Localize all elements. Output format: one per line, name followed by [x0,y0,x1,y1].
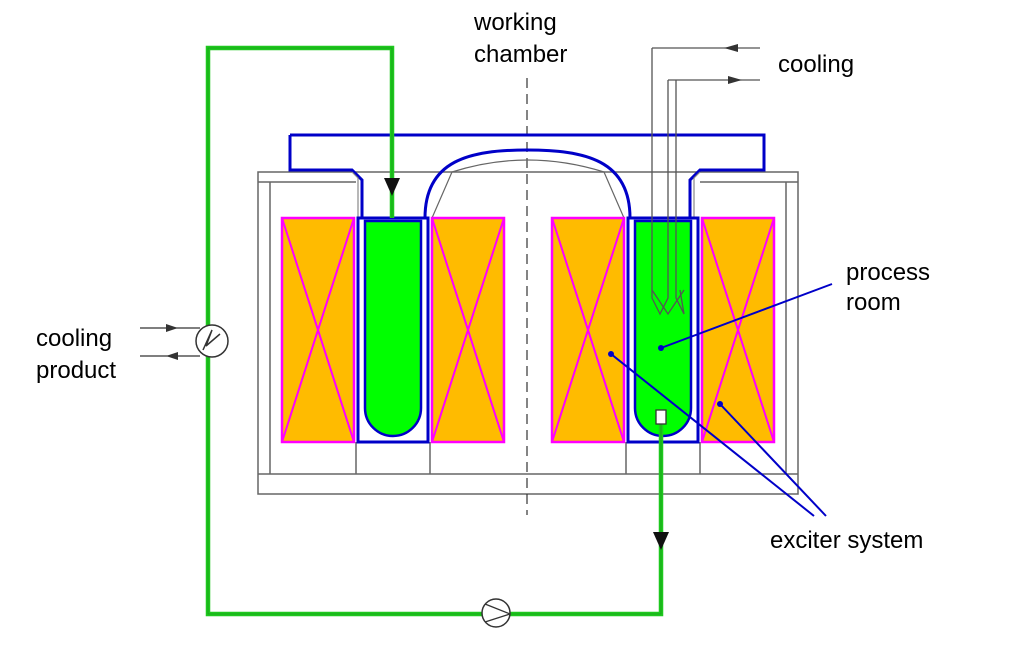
cooling-product-lines [140,327,200,357]
cooling-lines [652,47,760,81]
outlet-nozzle [655,409,667,425]
label-chamber: chamber [474,41,567,68]
heat-exchanger-icon [195,324,229,358]
flow-arrow-icon [166,352,178,360]
lid-neck-right [693,171,701,218]
label-product: product [36,357,116,384]
label-cooling-left: cooling [36,325,112,352]
coil-3 [550,216,626,444]
dome [423,148,632,219]
coil-2 [430,216,506,444]
housing [257,171,799,495]
flow-arrow-icon [653,532,669,550]
label-process: process [846,259,930,286]
coil-1 [280,216,356,444]
flow-arrow-icon [384,178,400,196]
coolant-loop-edge [207,47,662,615]
label-exciter-system: exciter system [770,527,923,554]
label-room: room [846,289,901,316]
process-medium-left [363,219,423,438]
flow-arrow-icon [724,44,738,52]
exciter-coils [280,216,776,444]
flow-arrow-icon [728,76,742,84]
leader-lines [610,283,833,517]
flow-arrow-icon [166,324,178,332]
dome-inner [431,159,625,219]
cooling-coil [651,48,685,316]
cooling-coil-tip [651,289,685,316]
process-medium-right [633,219,693,438]
leader-dots [608,345,723,407]
lid-outline [288,133,766,218]
pump-icon [481,598,511,628]
lid-neck-left [351,171,359,218]
label-working: working [473,9,557,36]
coil-4 [700,216,776,444]
label-cooling-top: cooling [778,51,854,78]
